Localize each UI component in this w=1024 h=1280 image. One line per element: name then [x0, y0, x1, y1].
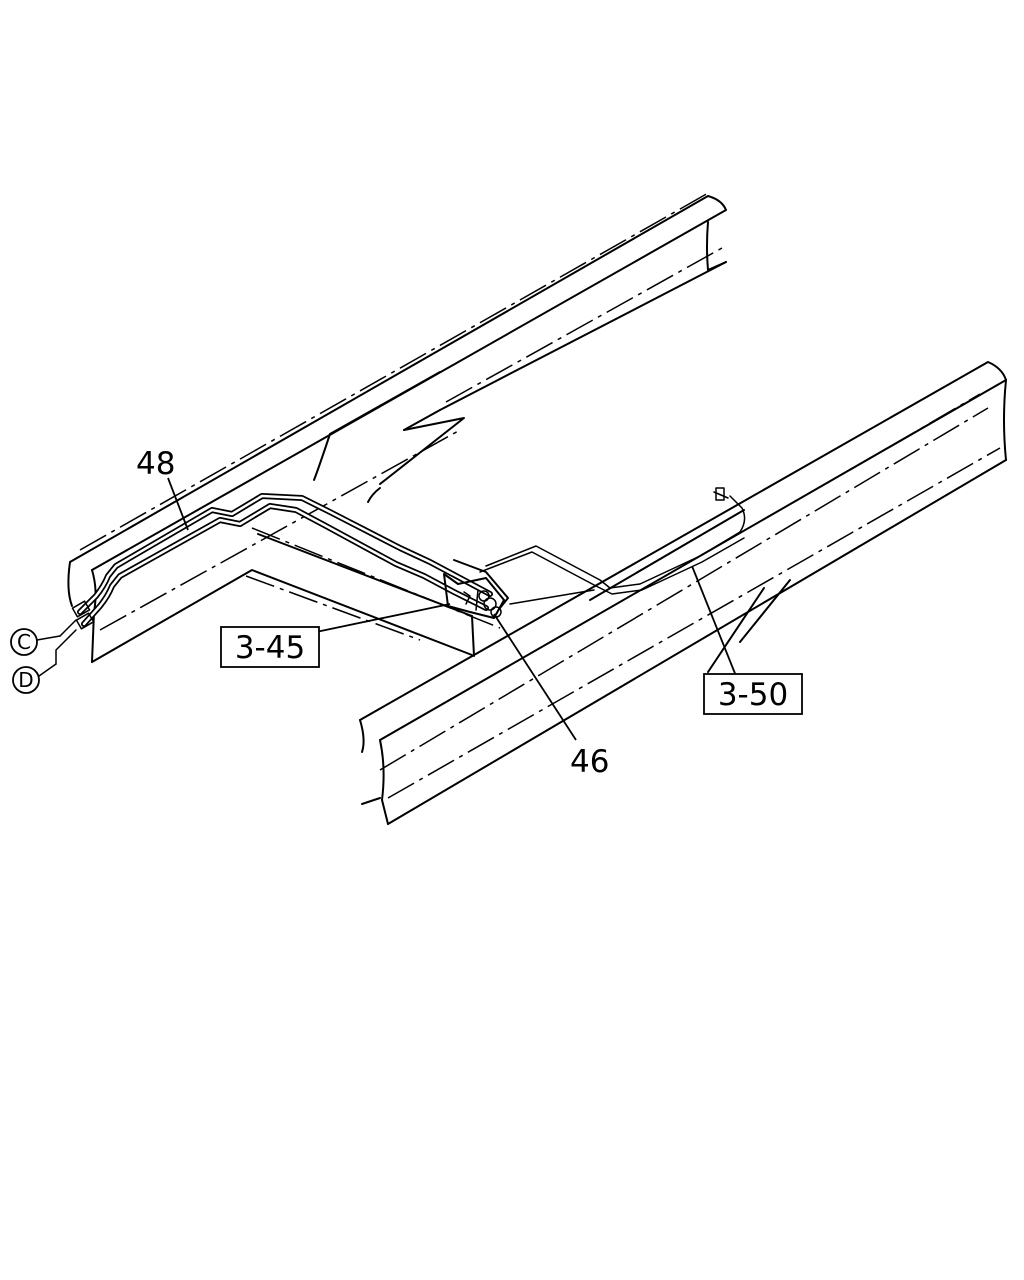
connector-fittings — [55, 600, 95, 665]
brake-pipe-48 — [77, 493, 493, 627]
ref-box-3-50: 3-50 — [703, 673, 803, 715]
connector-c-line — [36, 635, 61, 641]
leader-3-45 — [315, 603, 451, 633]
cross-member — [245, 487, 475, 657]
callout-46: 46 — [570, 744, 609, 780]
brake-pipe-3-50 — [479, 487, 746, 605]
ref-label-3-50: 3-50 — [718, 677, 788, 713]
connector-d-marker: D — [12, 666, 40, 694]
ref-box-3-45: 3-45 — [220, 626, 320, 668]
leader-48 — [167, 477, 189, 531]
connector-c-marker: C — [10, 628, 38, 656]
connector-c-label: C — [17, 630, 31, 654]
junction-block — [443, 559, 509, 619]
ref-label-3-45: 3-45 — [235, 630, 305, 666]
connector-d-line — [38, 663, 57, 677]
connector-d-label: D — [18, 668, 33, 692]
callout-48: 48 — [136, 446, 175, 482]
leader-3-50 — [691, 565, 737, 677]
right-frame-rail — [359, 361, 1007, 825]
leader-46 — [493, 613, 577, 741]
